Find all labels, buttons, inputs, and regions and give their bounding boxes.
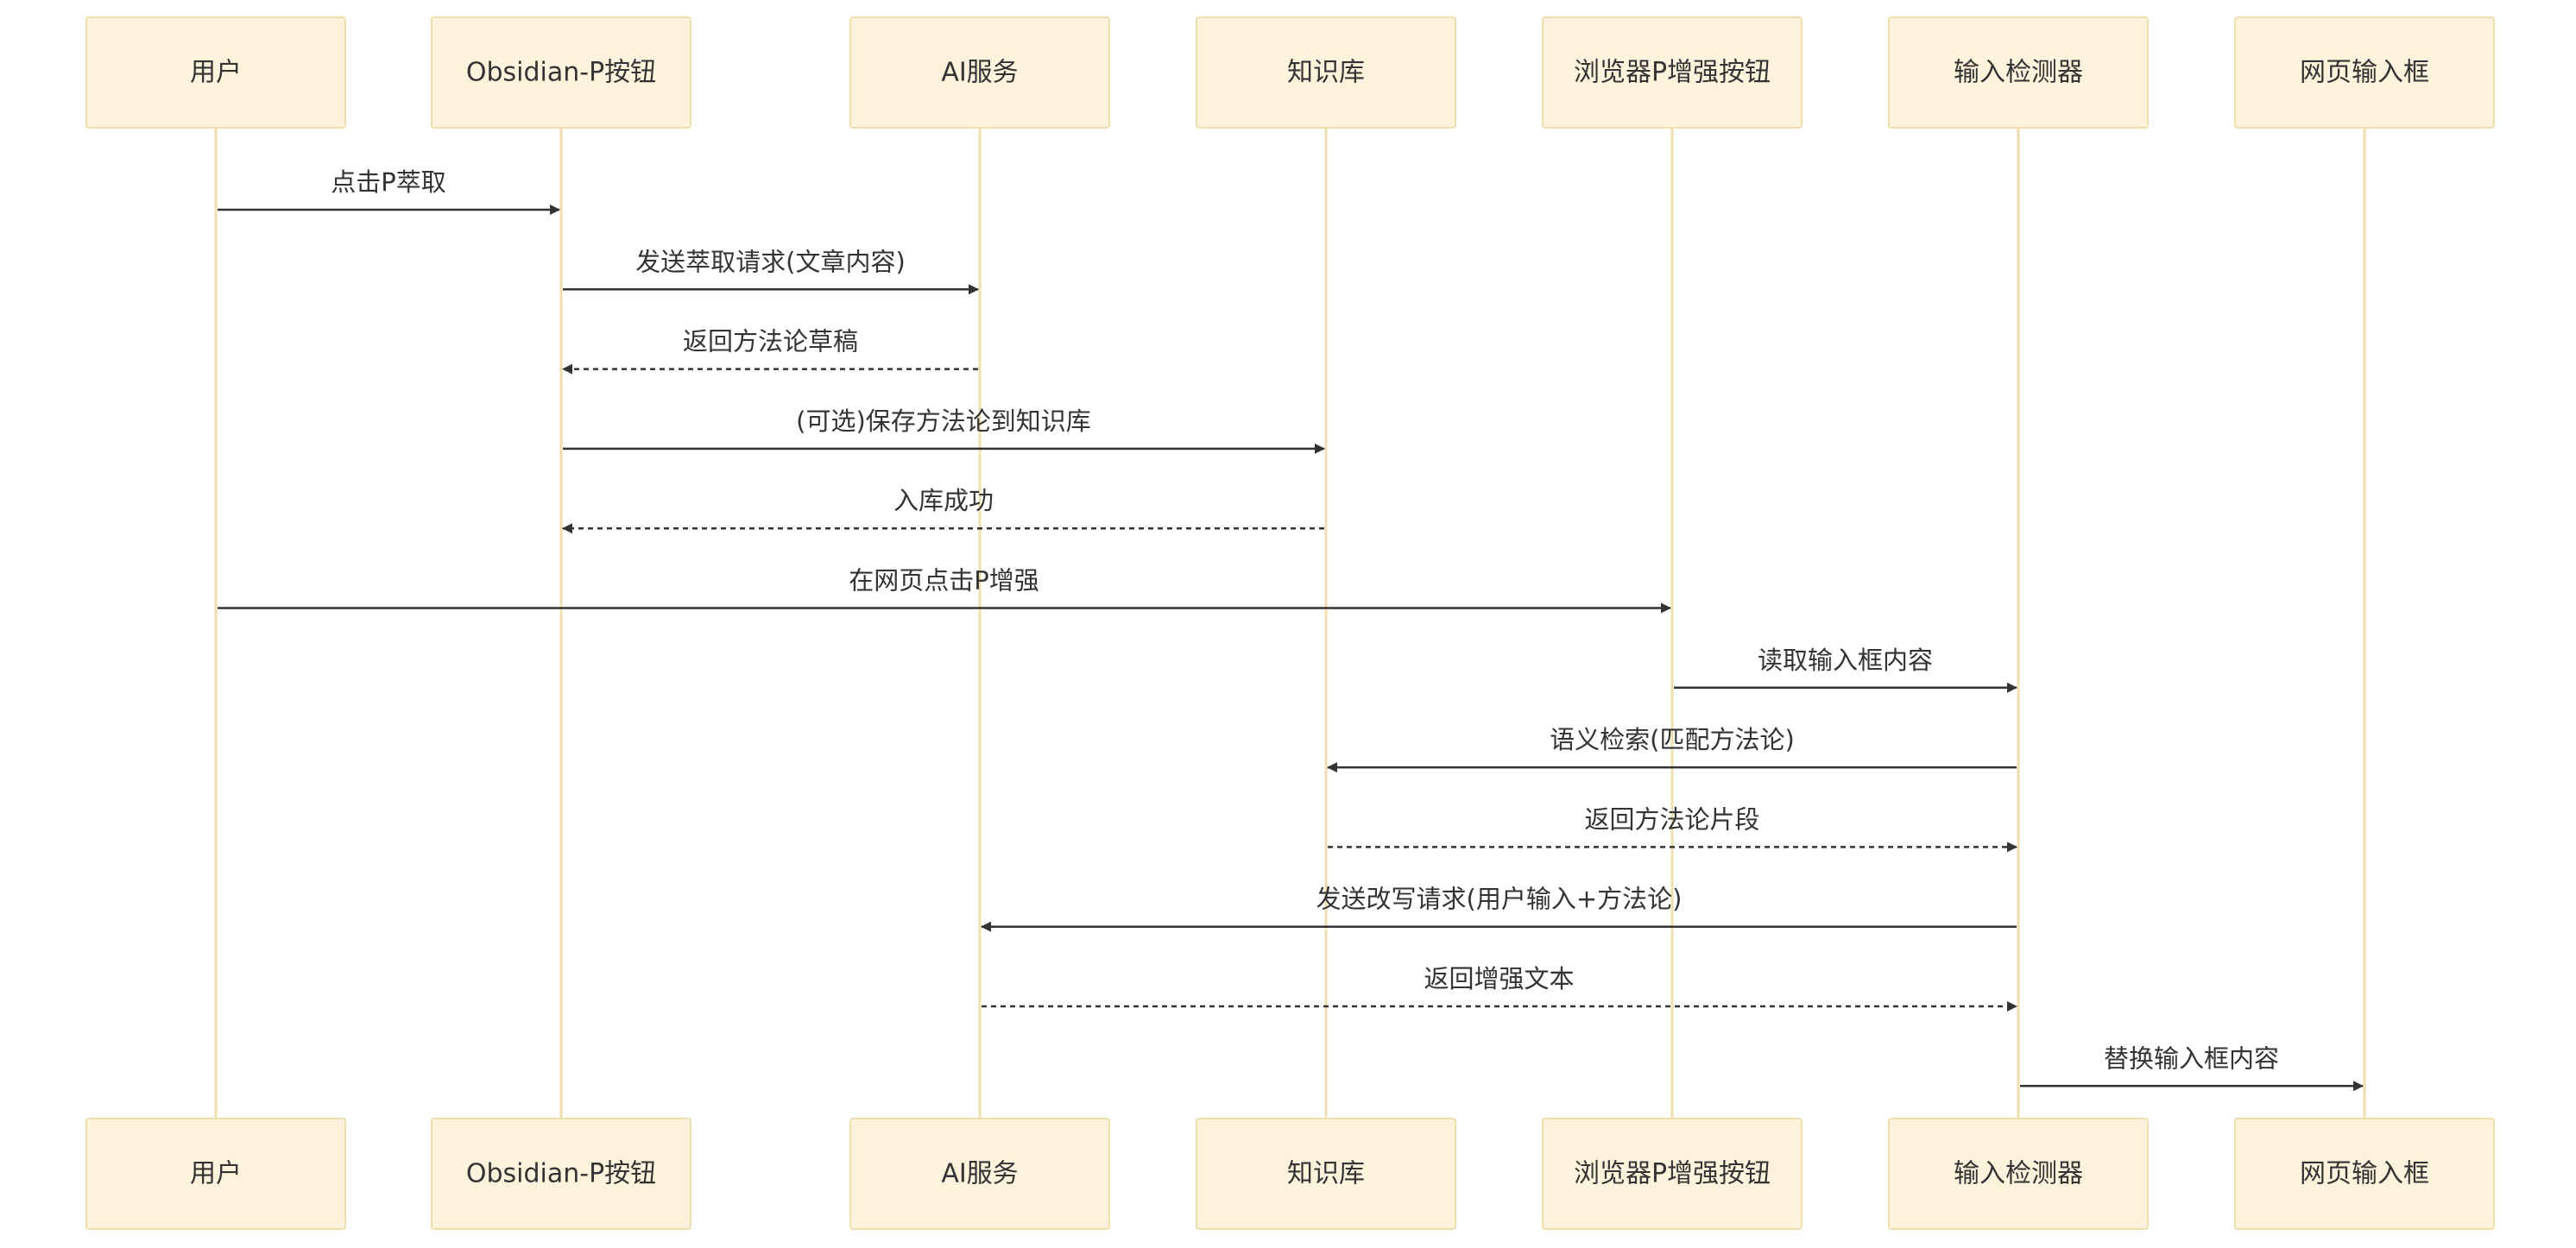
actor-kb-top: 知识库 bbox=[1196, 16, 1456, 129]
message-1: 点击P萃取 bbox=[218, 167, 560, 215]
actor-box bbox=[1888, 1118, 2149, 1230]
actor-webinput-top: 网页输入框 bbox=[2234, 16, 2495, 129]
actor-label: 用户 bbox=[190, 58, 242, 88]
actor-label: 浏览器P增强按钮 bbox=[1574, 1159, 1771, 1189]
actor-ai-bottom: AI服务 bbox=[849, 1118, 1110, 1230]
actor-ai-top: AI服务 bbox=[849, 16, 1110, 129]
message-label: 读取输入框内容 bbox=[1758, 646, 1933, 675]
actor-box bbox=[431, 1118, 691, 1230]
actor-box bbox=[849, 1118, 1110, 1230]
actor-label: Obsidian-P按钮 bbox=[466, 1159, 656, 1189]
message-label: 发送改写请求(用户输入+方法论) bbox=[1316, 885, 1683, 914]
actor-label: 用户 bbox=[190, 1159, 242, 1189]
actor-label: 网页输入框 bbox=[2300, 1159, 2429, 1189]
actor-box bbox=[1542, 16, 1803, 129]
actor-box bbox=[1542, 1118, 1803, 1230]
actor-box bbox=[2234, 1118, 2495, 1230]
message-label: (可选)保存方法论到知识库 bbox=[796, 407, 1091, 436]
message-label: 在网页点击P增强 bbox=[849, 566, 1039, 596]
actor-box bbox=[2234, 16, 2495, 129]
message-label: 发送萃取请求(文章内容) bbox=[635, 247, 906, 276]
message-label: 返回方法论草稿 bbox=[683, 327, 858, 356]
message-3: 返回方法论草稿 bbox=[562, 327, 978, 375]
actor-box bbox=[85, 16, 346, 129]
message-5: 入库成功 bbox=[562, 486, 1324, 534]
message-10: 发送改写请求(用户输入+方法论) bbox=[981, 885, 2017, 932]
actor-kb-bottom: 知识库 bbox=[1196, 1118, 1456, 1230]
actor-browser-bottom: 浏览器P增强按钮 bbox=[1542, 1118, 1803, 1230]
actor-label: 输入检测器 bbox=[1954, 1159, 2083, 1189]
actor-label: 输入检测器 bbox=[1954, 58, 2083, 88]
actor-label: 知识库 bbox=[1287, 58, 1365, 88]
actor-box bbox=[1888, 16, 2149, 129]
actor-box bbox=[1196, 16, 1456, 129]
message-label: 点击P萃取 bbox=[331, 167, 446, 197]
actor-obsidian-top: Obsidian-P按钮 bbox=[431, 16, 691, 129]
actor-label: 网页输入框 bbox=[2300, 58, 2429, 88]
actor-label: Obsidian-P按钮 bbox=[466, 58, 656, 88]
actor-box bbox=[431, 16, 691, 129]
message-label: 替换输入框内容 bbox=[2104, 1043, 2279, 1073]
message-4: (可选)保存方法论到知识库 bbox=[563, 407, 1325, 454]
message-9: 返回方法论片段 bbox=[1328, 804, 2017, 853]
actor-label: AI服务 bbox=[941, 58, 1018, 88]
actor-webinput-bottom: 网页输入框 bbox=[2234, 1118, 2495, 1230]
message-label: 返回方法论片段 bbox=[1584, 804, 1759, 834]
actor-box bbox=[1196, 1118, 1456, 1230]
actor-detector-bottom: 输入检测器 bbox=[1888, 1118, 2149, 1230]
message-11: 返回增强文本 bbox=[982, 964, 2017, 1012]
message-label: 语义检索(匹配方法论) bbox=[1550, 725, 1795, 754]
message-6: 在网页点击P增强 bbox=[218, 566, 1671, 614]
actor-user-bottom: 用户 bbox=[85, 1118, 346, 1230]
message-2: 发送萃取请求(文章内容) bbox=[563, 247, 979, 295]
message-12: 替换输入框内容 bbox=[2020, 1043, 2364, 1092]
actor-browser-top: 浏览器P增强按钮 bbox=[1542, 16, 1803, 129]
actor-label: 知识库 bbox=[1287, 1159, 1365, 1189]
actor-box bbox=[85, 1118, 346, 1230]
message-label: 入库成功 bbox=[893, 486, 994, 515]
message-7: 读取输入框内容 bbox=[1674, 646, 2017, 693]
actor-label: AI服务 bbox=[941, 1159, 1018, 1189]
actor-obsidian-bottom: Obsidian-P按钮 bbox=[431, 1118, 691, 1230]
actor-label: 浏览器P增强按钮 bbox=[1574, 58, 1771, 88]
actor-box bbox=[849, 16, 1110, 129]
message-8: 语义检索(匹配方法论) bbox=[1327, 725, 2017, 773]
actor-user-top: 用户 bbox=[85, 16, 346, 129]
actor-detector-top: 输入检测器 bbox=[1888, 16, 2149, 129]
message-label: 返回增强文本 bbox=[1424, 964, 1574, 993]
